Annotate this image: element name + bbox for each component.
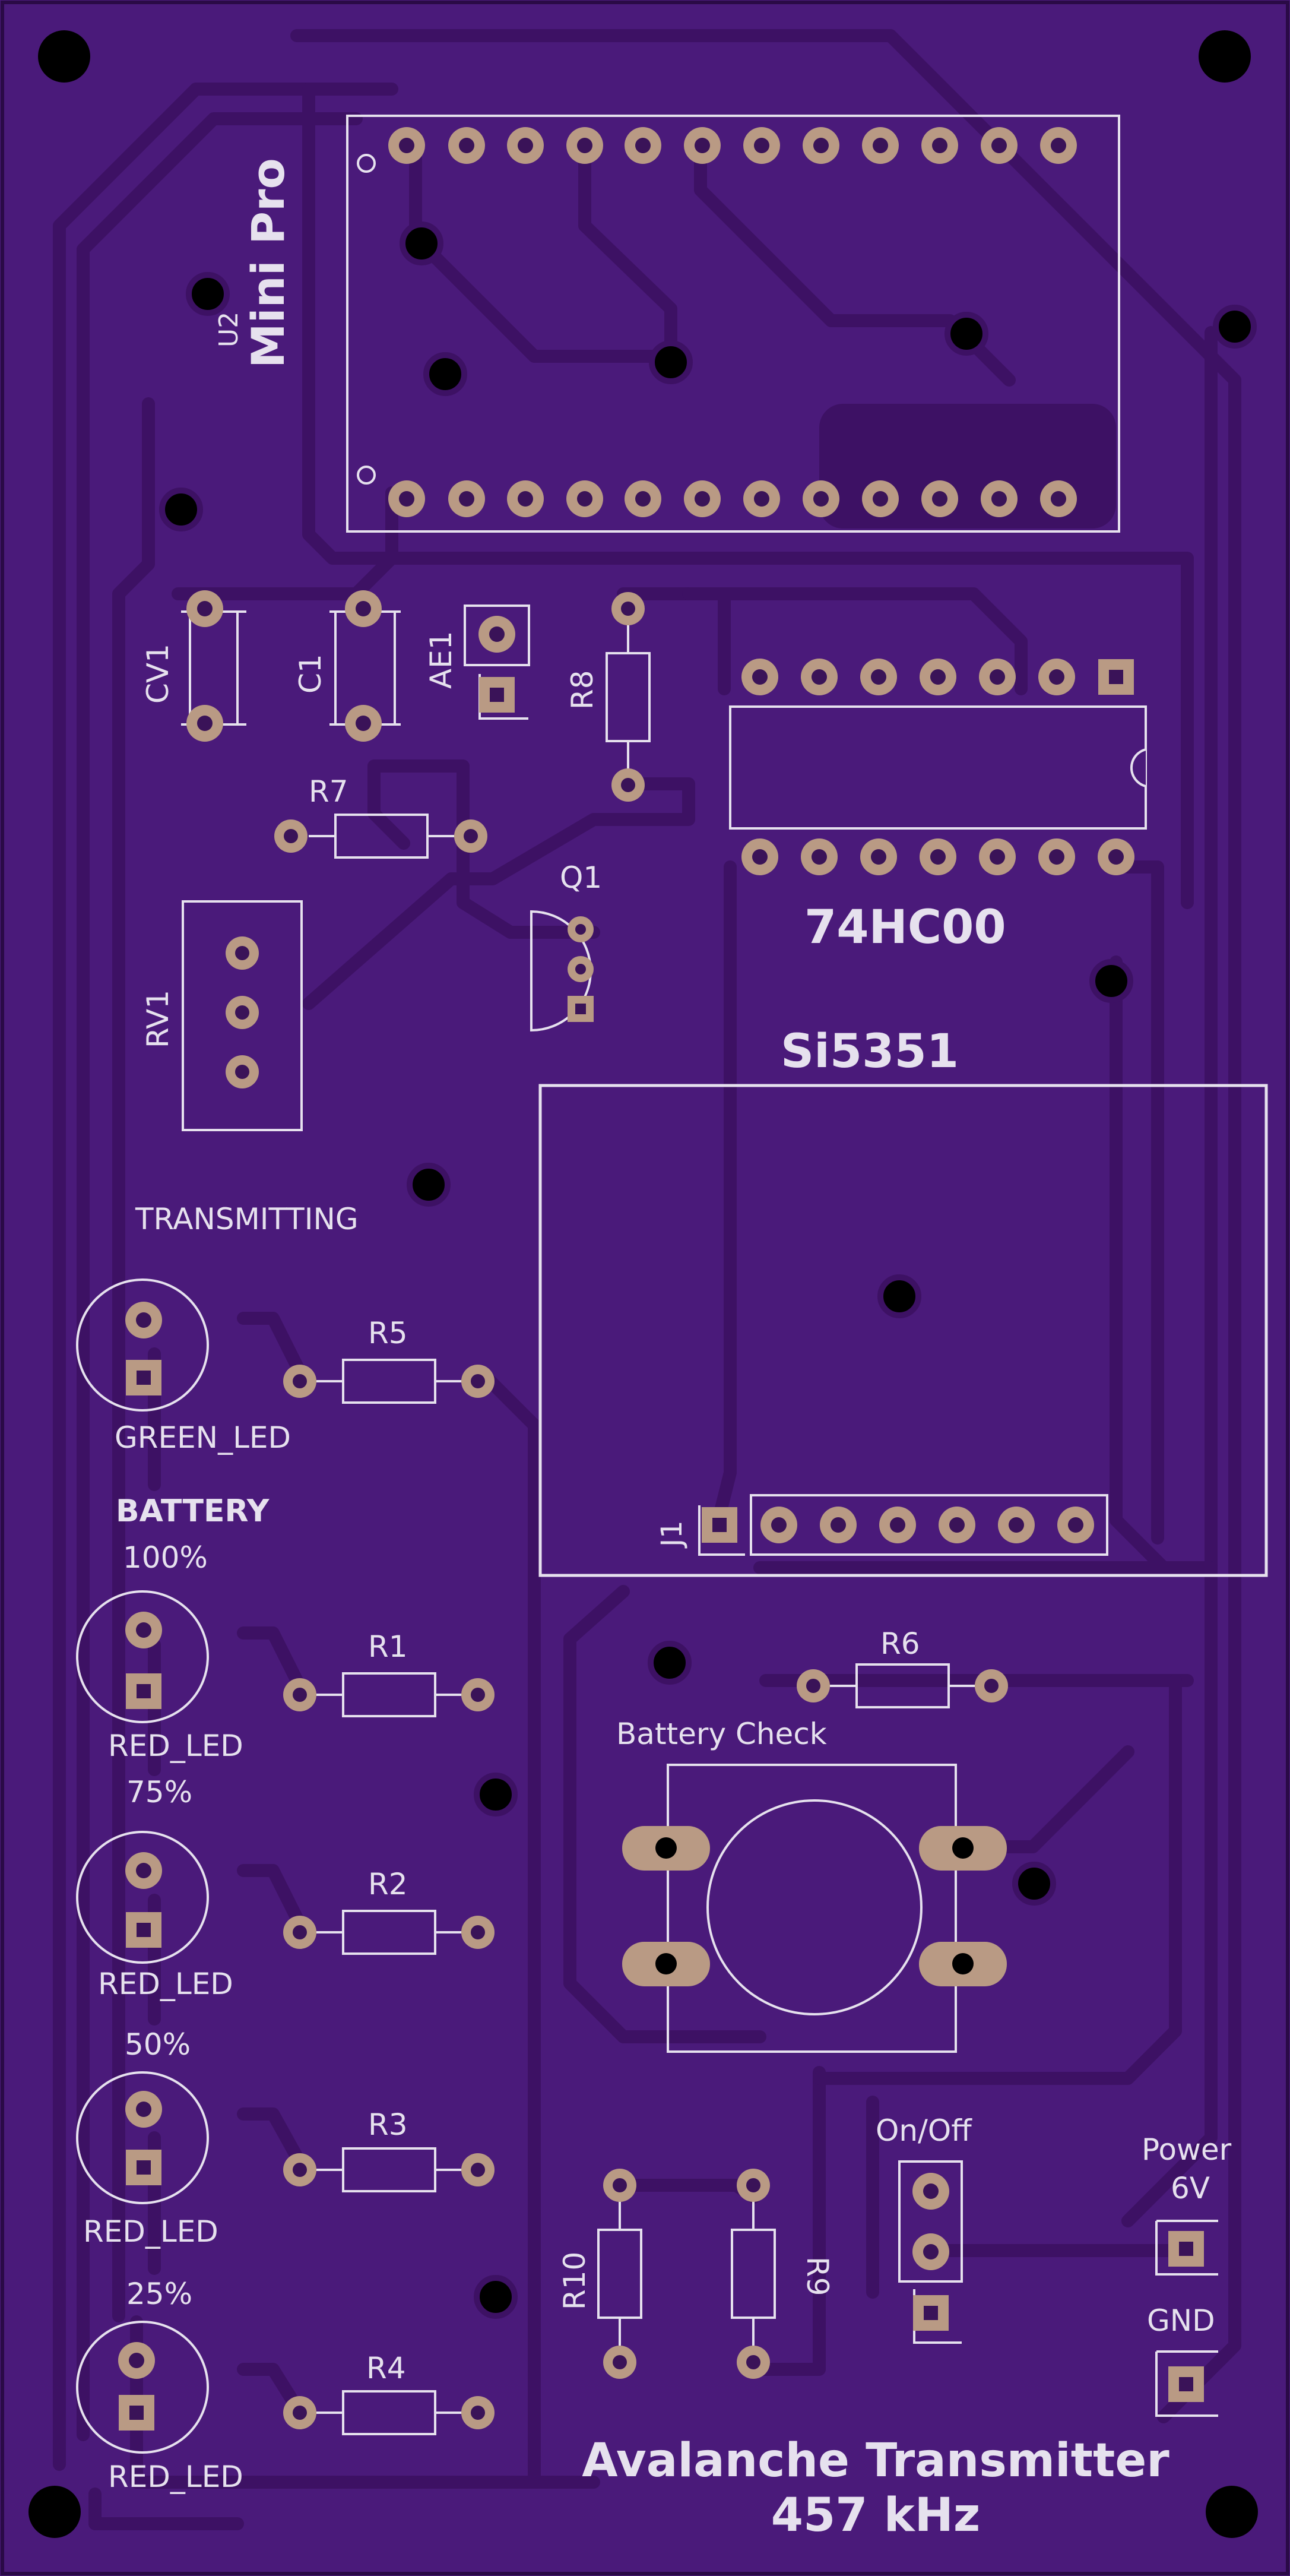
pct-25-label: 25% [126, 2277, 192, 2311]
r3-label: R3 [368, 2107, 408, 2142]
ae1-connector: AE1 [424, 605, 530, 720]
rv1-outline [182, 900, 303, 1131]
c1-outline [329, 610, 401, 726]
mount-hole-bottom-right [1206, 2486, 1258, 2538]
mounting-holes [28, 30, 1258, 2538]
red-led-4-label: RED_LED [108, 2460, 243, 2494]
gnd-connector: GND [1147, 2303, 1218, 2417]
six-v-label: 6V [1171, 2171, 1210, 2205]
red-led-2: RED_LED [76, 1831, 233, 2001]
battery-check-switch: Battery Check [616, 1717, 1007, 2053]
gnd-label: GND [1147, 2303, 1215, 2338]
r6-resistor: R6 [797, 1626, 1008, 1708]
red-led-1: RED_LED [76, 1590, 243, 1763]
pct-50-label: 50% [125, 2027, 191, 2062]
r6-label: R6 [880, 1626, 920, 1661]
red-led-2-label: RED_LED [98, 1967, 233, 2001]
c1-capacitor: C1 [293, 590, 401, 742]
battery-check-outline [667, 1764, 957, 2053]
rv1-label: RV1 [141, 990, 175, 1048]
mini-pro-label: Mini Pro [242, 158, 294, 368]
red-led-3-label: RED_LED [83, 2214, 218, 2249]
74hc00-label: 74HC00 [804, 901, 1006, 954]
74hc00-notch [1130, 748, 1146, 787]
pct-75-label: 75% [126, 1775, 192, 1809]
r8-label: R8 [565, 670, 600, 710]
mini-pro-pin-marker [357, 466, 376, 485]
r5-resistor: R5 [283, 1316, 495, 1404]
green-led-outline [76, 1278, 209, 1412]
mini-pro-footprint: Mini Pro U2 [214, 115, 1120, 533]
cv1-outline [181, 610, 246, 726]
green-led: GREEN_LED [76, 1278, 291, 1455]
mini-pro-ref: U2 [214, 312, 244, 347]
r9-resistor: R9 [731, 2169, 835, 2379]
ae1-outline [464, 605, 530, 666]
mini-pro-pin1-marker [357, 154, 376, 173]
cv1-label: CV1 [141, 644, 175, 704]
r8-resistor: R8 [565, 592, 651, 802]
board-subtitle: 457 kHz [771, 2489, 981, 2542]
mount-hole-bottom-left [28, 2486, 81, 2538]
r1-resistor: R1 [283, 1629, 495, 1717]
si5351-label: Si5351 [781, 1025, 959, 1078]
transmitting-label: TRANSMITTING [135, 1202, 359, 1236]
green-led-label: GREEN_LED [115, 1420, 291, 1455]
on-off-switch: On/Off [876, 2113, 972, 2344]
mount-hole-top-left [38, 30, 90, 83]
r2-label: R2 [368, 1867, 408, 1901]
red-led-4: RED_LED [76, 2321, 243, 2494]
r2-resistor: R2 [283, 1867, 495, 1955]
cv1-capacitor: CV1 [141, 590, 246, 742]
on-off-label: On/Off [876, 2113, 972, 2148]
vias [159, 221, 1257, 2319]
r10-label: R10 [557, 2252, 592, 2310]
red-led-3: RED_LED [76, 2071, 218, 2249]
battery-check-button [706, 1799, 923, 2015]
r4-label: R4 [366, 2351, 406, 2385]
rv1-potentiometer: RV1 [141, 900, 303, 1131]
j1-label: J1 [655, 1520, 689, 1549]
q1-transistor: Q1 [530, 860, 602, 1032]
copper-traces [53, 29, 1241, 2530]
pct-100-label: 100% [123, 1540, 208, 1575]
q1-label: Q1 [560, 860, 602, 895]
power-connector: Power 6V [1142, 2132, 1232, 2276]
battery-label: BATTERY [116, 1493, 270, 1529]
74hc00-ic: 74HC00 [729, 659, 1147, 954]
r7-label: R7 [309, 774, 348, 809]
red-led-1-label: RED_LED [108, 1729, 243, 1763]
si5351-outline [538, 1084, 1268, 1577]
j1-outline [750, 1494, 1108, 1556]
si5351-module: Si5351 J1 [538, 1025, 1268, 1577]
r7-resistor: R7 [274, 774, 487, 859]
mini-pro-outline [346, 115, 1120, 533]
board-title: Avalanche Transmitter [582, 2434, 1169, 2488]
battery-check-label: Battery Check [616, 1717, 827, 1751]
r1-label: R1 [368, 1629, 408, 1664]
c1-label: C1 [293, 654, 328, 694]
r4-resistor: R4 [283, 2351, 495, 2435]
r5-label: R5 [368, 1316, 408, 1350]
on-off-outline [898, 2160, 963, 2283]
r3-resistor: R3 [283, 2107, 495, 2192]
r9-label: R9 [800, 2257, 835, 2296]
mount-hole-top-right [1199, 30, 1251, 83]
r10-resistor: R10 [557, 2169, 642, 2379]
power-label: Power [1142, 2132, 1232, 2167]
ae1-label: AE1 [424, 631, 458, 689]
